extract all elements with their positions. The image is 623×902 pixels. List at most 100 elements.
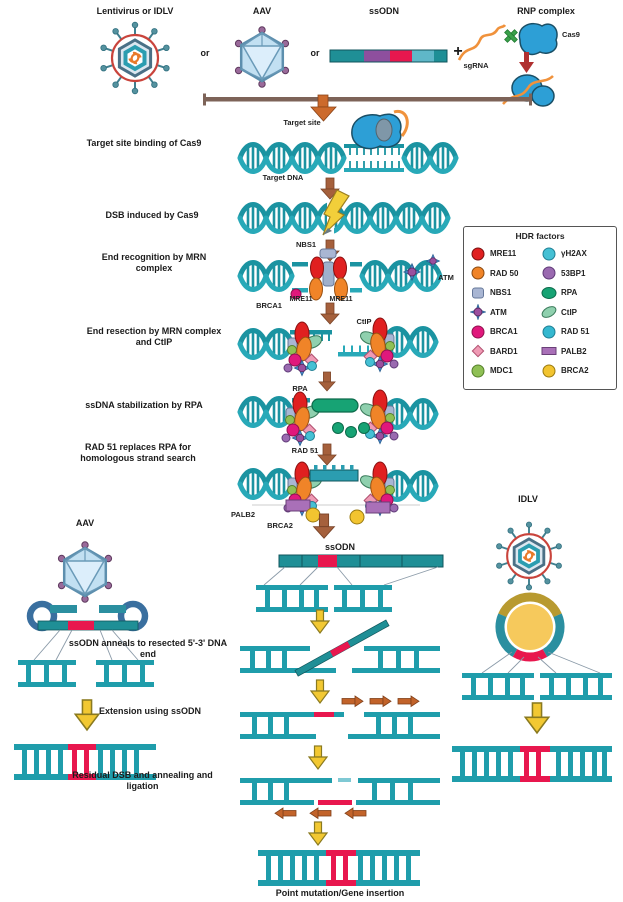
idlv-episome <box>495 592 565 662</box>
extension-arrow-1 <box>341 695 364 707</box>
atm-swatch-icon <box>470 304 486 321</box>
flow-arrow-4 <box>318 371 336 392</box>
final-product-label: Point mutation/Gene insertion <box>275 888 405 898</box>
aav-icon-left <box>57 540 113 604</box>
step5-label: ssDNA stabilization by RPA <box>85 400 203 410</box>
yellow-arrow-2 <box>310 679 330 704</box>
rpa-complex-right <box>359 390 398 444</box>
final-dna-center <box>258 850 420 886</box>
genomic-dna-left-end <box>256 585 328 612</box>
mrn-complex-icon <box>290 248 348 301</box>
aav-donor-column <box>14 540 156 780</box>
step4-label: End resection by MRN complex and CtIP <box>86 326 222 348</box>
legend-item-atm: ATM <box>470 303 539 323</box>
ssodn-bar-icon <box>329 49 448 63</box>
ssodn-center-label: ssODN <box>324 542 355 552</box>
rpa-swatch-icon <box>541 286 557 299</box>
yh2ax-swatch-icon <box>542 247 556 261</box>
legend-item-yh2ax: γH2AX <box>541 244 610 264</box>
aav-column-label: AAV <box>75 518 95 528</box>
mdc1-swatch-icon <box>471 364 485 378</box>
sgrna-icon <box>457 24 507 61</box>
ctip-swatch-icon <box>541 306 557 319</box>
palb2-icon-right <box>365 501 391 514</box>
lentivirus-icon <box>98 20 172 96</box>
legend-item-ctip: CtIP <box>541 303 610 323</box>
legend-item-brca2: BRCA2 <box>541 361 610 381</box>
rad51-swatch-icon <box>542 325 556 339</box>
or-label-1: or <box>200 48 210 58</box>
dna-rpa-stabilization <box>240 390 436 446</box>
rad51-label: RAD 51 <box>291 446 319 455</box>
cas9-label: Cas9 <box>562 30 580 39</box>
legend-item-rad51: RAD 51 <box>541 322 610 342</box>
atm-label: ATM <box>438 273 454 282</box>
legend-item-rpa: RPA <box>541 283 610 303</box>
ssodn-diagonal <box>294 619 390 677</box>
flow-arrow-3 <box>320 302 340 325</box>
genome-left-end <box>18 660 76 687</box>
aav-icon <box>234 25 290 89</box>
hdr-factors-legend: HDR factors MRE11 RAD 50 NBS1 ATM BRCA1 <box>463 226 617 390</box>
legend-item-53bp1: 53BP1 <box>541 264 610 284</box>
plus-label: + <box>453 43 463 60</box>
step2-label: DSB induced by Cas9 <box>105 210 199 220</box>
genomic-dna-right-end <box>334 585 392 612</box>
genome-right-end <box>96 660 154 687</box>
cas9-icon <box>518 22 558 56</box>
brca1-label: BRCA1 <box>256 301 282 310</box>
yellow-arrow-right-col <box>524 702 550 734</box>
mre11-label-left: MRE11 <box>289 296 313 303</box>
extension-arrow-3 <box>397 695 420 707</box>
rnp-assembly-arrow <box>519 52 534 73</box>
brca1-swatch-icon <box>471 325 485 339</box>
sgrna-label: sgRNA <box>463 61 489 70</box>
53bp1-swatch-icon <box>542 266 556 280</box>
idlv-column-label: IDLV <box>518 494 538 504</box>
yellow-arrow-4 <box>308 821 328 846</box>
legend-item-rad50: RAD 50 <box>470 264 539 284</box>
ssodn-donor <box>256 554 444 612</box>
step3-label: End recognition by MRN complex <box>101 252 207 274</box>
step9-label: Residual DSB and annealing and ligation <box>72 770 213 792</box>
dna-dsb <box>240 189 448 236</box>
mre11-label-right: MRE11 <box>329 296 353 303</box>
aav-dumbbell-donor <box>26 600 149 632</box>
lentivirus-label: Lentivirus or IDLV <box>96 6 174 16</box>
genome-right-end-idlv <box>540 673 612 700</box>
legend-item-bard1: BARD1 <box>470 342 539 362</box>
dna-target-binding <box>240 109 456 172</box>
legend-item-mdc1: MDC1 <box>470 361 539 381</box>
final-dna-right <box>452 746 612 782</box>
palb2-label: PALB2 <box>230 510 256 519</box>
nbs1-label: NBS1 <box>295 240 316 249</box>
legend-item-palb2: PALB2 <box>541 342 610 362</box>
rnp-complex-label: RNP complex <box>517 6 575 16</box>
plus-sparkle-icon <box>504 29 518 43</box>
aav-label: AAV <box>252 6 272 16</box>
palb2-icon-left <box>285 499 311 512</box>
brca2-swatch-icon <box>542 364 556 378</box>
dna-end-resection <box>240 318 436 376</box>
ssodn-annealing <box>240 619 440 677</box>
mre11-swatch-icon <box>471 247 485 261</box>
rad50-swatch-icon <box>471 266 485 280</box>
legend-title: HDR factors <box>515 231 565 241</box>
rnp-assembled-icon <box>502 74 555 107</box>
nbs1-swatch-icon <box>472 287 484 299</box>
lightning-bolt-icon <box>322 189 350 236</box>
rpa-label: RPA <box>292 384 308 393</box>
cas9-on-dna-icon <box>351 109 409 150</box>
brca2-icon-left <box>305 507 321 523</box>
ligation-arrow-1 <box>274 807 297 819</box>
dna-rad51-search <box>240 462 436 525</box>
ligation-arrow-2 <box>309 807 332 819</box>
extension-arrow-2 <box>369 695 392 707</box>
idlv-donor-column <box>452 520 612 782</box>
ssodn-label: ssODN <box>368 6 399 16</box>
bard1-swatch-icon <box>471 344 485 358</box>
final-dna-left <box>14 744 156 780</box>
palb2-swatch-icon <box>541 347 557 356</box>
